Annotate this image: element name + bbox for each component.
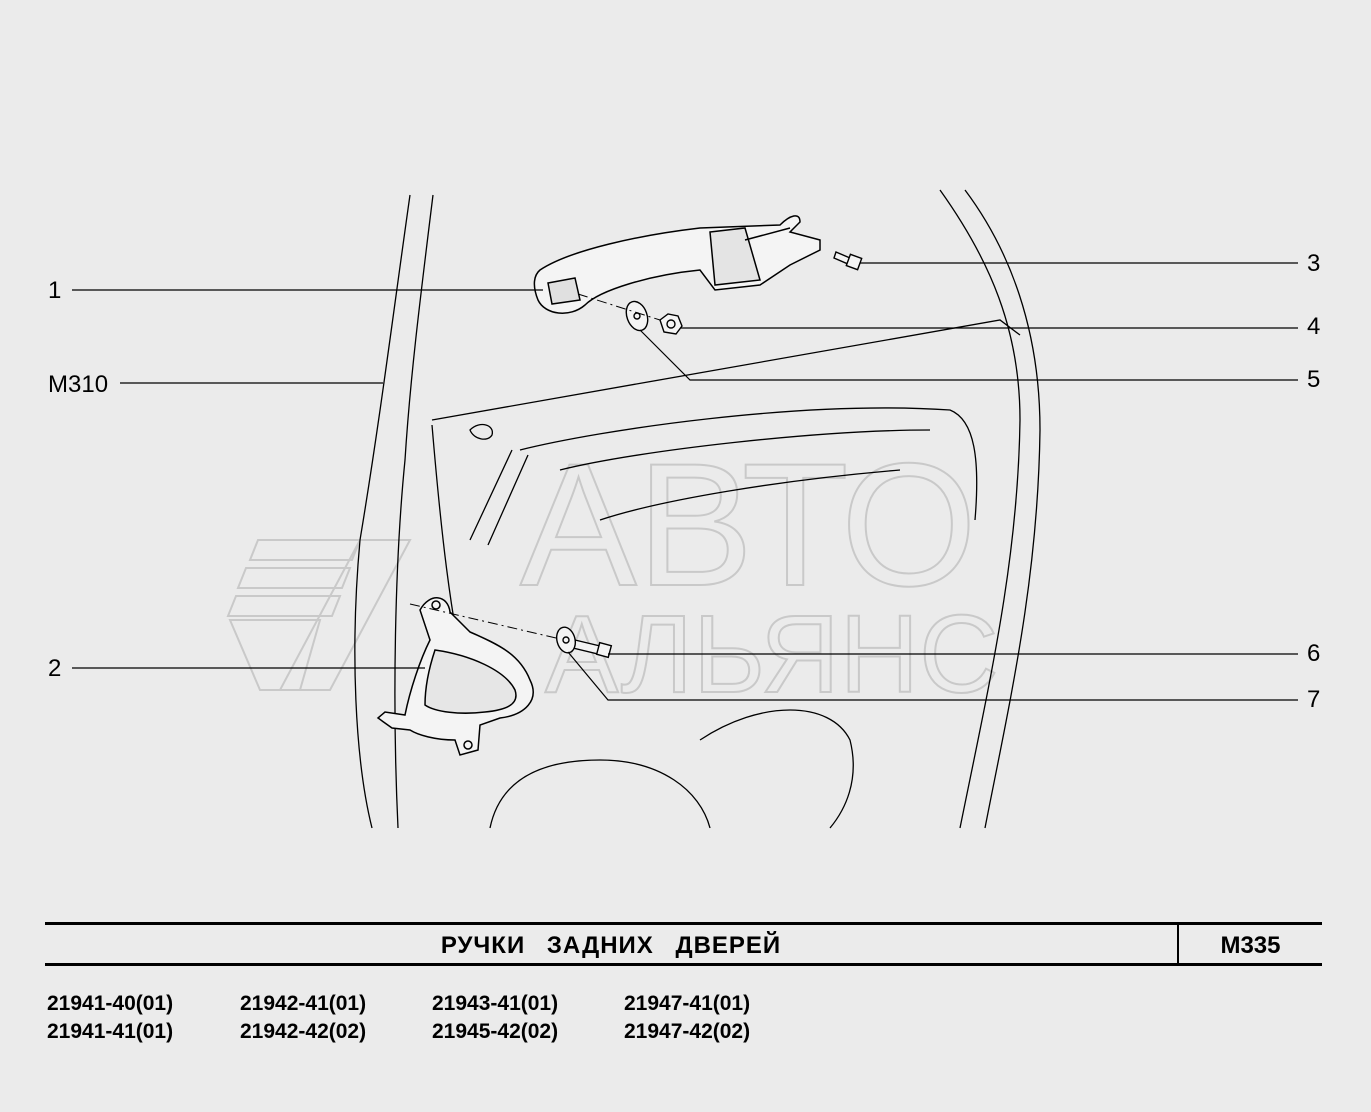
callout-ref-m310: M310 [48, 371, 109, 398]
screw-part-3 [833, 251, 863, 271]
model-code: 21941-40(01) [47, 992, 174, 1015]
inner-door-handle [376, 597, 534, 756]
model-code: 21942-41(01) [240, 992, 367, 1015]
title-divider [1177, 925, 1179, 963]
callout-4: 4 [1307, 313, 1321, 340]
callout-7: 7 [1307, 686, 1321, 713]
leader-lines [72, 262, 1298, 701]
callout-5: 5 [1307, 366, 1321, 393]
callout-3: 3 [1307, 250, 1321, 277]
axis-line-lower [409, 603, 557, 639]
exploded-diagram: АВТО АЛЬЯНС [72, 189, 1298, 829]
model-code: 21945-42(02) [432, 1020, 559, 1043]
model-list: 21941-40(01) 21941-41(01) 21942-41(01) 2… [47, 990, 947, 1050]
page-code: M335 [1220, 932, 1281, 959]
model-code: 21942-42(02) [240, 1020, 367, 1043]
model-code: 21947-42(02) [624, 1020, 751, 1043]
callout-6: 6 [1307, 640, 1321, 667]
callout-1: 1 [48, 277, 62, 304]
watermark-line1: АВТО [520, 428, 977, 623]
washer-part-7 [555, 626, 577, 654]
screw-part-6 [572, 639, 613, 659]
nut-part-4 [659, 313, 683, 335]
page-title: РУЧКИ ЗАДНИХ ДВЕРЕЙ [440, 932, 782, 959]
model-code: 21947-41(01) [624, 992, 751, 1015]
callout-2: 2 [48, 655, 62, 682]
washer-part-5 [625, 300, 649, 332]
axis-line-upper [577, 293, 661, 321]
model-code: 21941-41(01) [47, 1020, 174, 1043]
title-bar: РУЧКИ ЗАДНИХ ДВЕРЕЙ M335 [45, 922, 1322, 966]
outer-door-handle [533, 215, 821, 314]
model-code: 21943-41(01) [432, 992, 559, 1015]
